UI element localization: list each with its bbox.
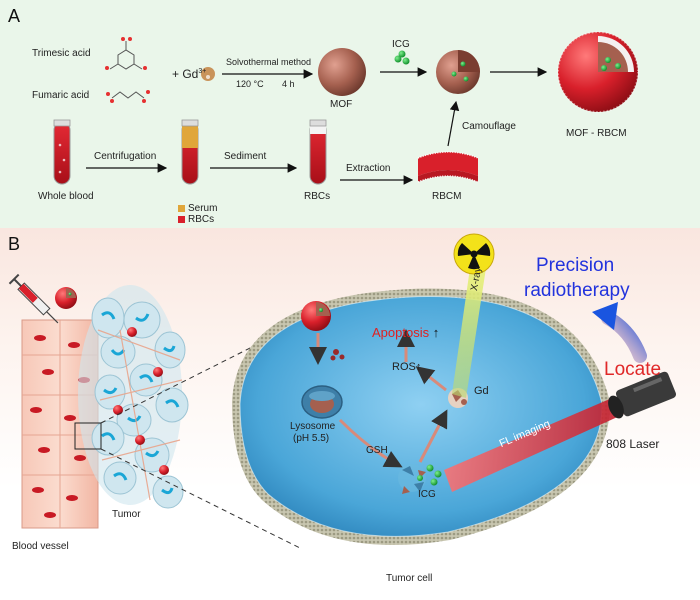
fumaric-acid-label: Fumaric acid <box>32 90 90 101</box>
xray-beam <box>452 268 486 398</box>
time-label: 4 h <box>282 79 295 89</box>
mof-rbcm-particle <box>557 31 639 113</box>
panel-a-label: A <box>8 6 21 26</box>
whole-blood-label: Whole blood <box>38 191 94 202</box>
lysosome <box>301 385 343 419</box>
tumor-tissue <box>78 285 189 509</box>
gd-label: Gd <box>474 385 489 397</box>
apoptosis-label: Apoptosis ↑ <box>372 325 440 340</box>
zoom-line-top <box>100 337 271 424</box>
icg-dot <box>398 50 406 58</box>
tumor-cell-label: Tumor cell <box>386 573 433 584</box>
mof-sphere <box>318 48 366 96</box>
camouflage-label: Camouflage <box>462 121 516 132</box>
precision-label-line2: radiotherapy <box>524 280 630 301</box>
temperature-label: 120 °C <box>236 79 264 89</box>
mof-icg-sphere <box>436 50 480 94</box>
ph-label: (pH 5.5) <box>293 433 330 444</box>
icg-molecule <box>434 470 442 478</box>
rbcs-legend-swatch <box>178 216 185 223</box>
icg-dot <box>402 57 410 65</box>
rbcm-membrane <box>417 151 479 183</box>
panel-b-label: B <box>8 234 21 254</box>
lysosome-label: Lysosome <box>290 421 336 432</box>
injected-particle <box>55 287 77 309</box>
serum-legend-swatch <box>178 205 185 212</box>
fumaric-acid-structure <box>106 90 150 103</box>
centrifuged-tube <box>181 119 199 185</box>
rbcm-label: RBCM <box>432 191 462 202</box>
rbcs-label: RBCs <box>304 191 331 202</box>
tumor-label: Tumor <box>112 509 141 520</box>
trimesic-acid-structure <box>105 37 147 70</box>
trimesic-acid-label: Trimesic acid <box>32 48 91 59</box>
icg-molecule <box>426 464 434 472</box>
icg-dot <box>394 55 402 63</box>
cell-entering-particle <box>301 301 331 331</box>
gd-ion-label: + Gd3+ <box>172 67 207 81</box>
degraded-mof <box>398 464 426 494</box>
gd-ion-icon <box>201 67 215 81</box>
precision-label-line1: Precision <box>536 255 615 276</box>
laser-label: 808 Laser <box>606 437 660 451</box>
solvothermal-label: Solvothermal method <box>226 57 312 67</box>
ros-label: ROS↑ <box>392 361 422 373</box>
mof-rbcm-label: MOF - RBCM <box>566 128 627 139</box>
locate-label: Locate <box>604 359 662 380</box>
locate-arrowhead <box>592 302 618 330</box>
fl-imaging-beam <box>444 398 624 492</box>
icg-label-b: ICG <box>418 489 436 500</box>
zoom-box <box>74 422 102 450</box>
sediment-label: Sediment <box>224 151 267 162</box>
centrifugation-label: Centrifugation <box>94 151 157 162</box>
rbcs-tube <box>309 119 327 185</box>
rbcs-legend-label: RBCs <box>188 214 215 225</box>
extraction-label: Extraction <box>346 163 391 174</box>
whole-blood-tube <box>53 119 71 185</box>
zoom-line-bottom <box>100 448 301 549</box>
laser-device <box>608 371 676 419</box>
blood-vessel-label: Blood vessel <box>12 541 69 552</box>
syringe-icon <box>8 273 59 324</box>
camouflage-arrow <box>447 100 460 147</box>
gsh-label: GSH <box>366 445 388 456</box>
serum-label: Serum <box>188 203 218 214</box>
icg-label-a: ICG <box>392 39 410 50</box>
mof-label: MOF <box>330 99 353 110</box>
radiation-icon <box>453 233 495 275</box>
icg-molecule <box>430 478 438 486</box>
